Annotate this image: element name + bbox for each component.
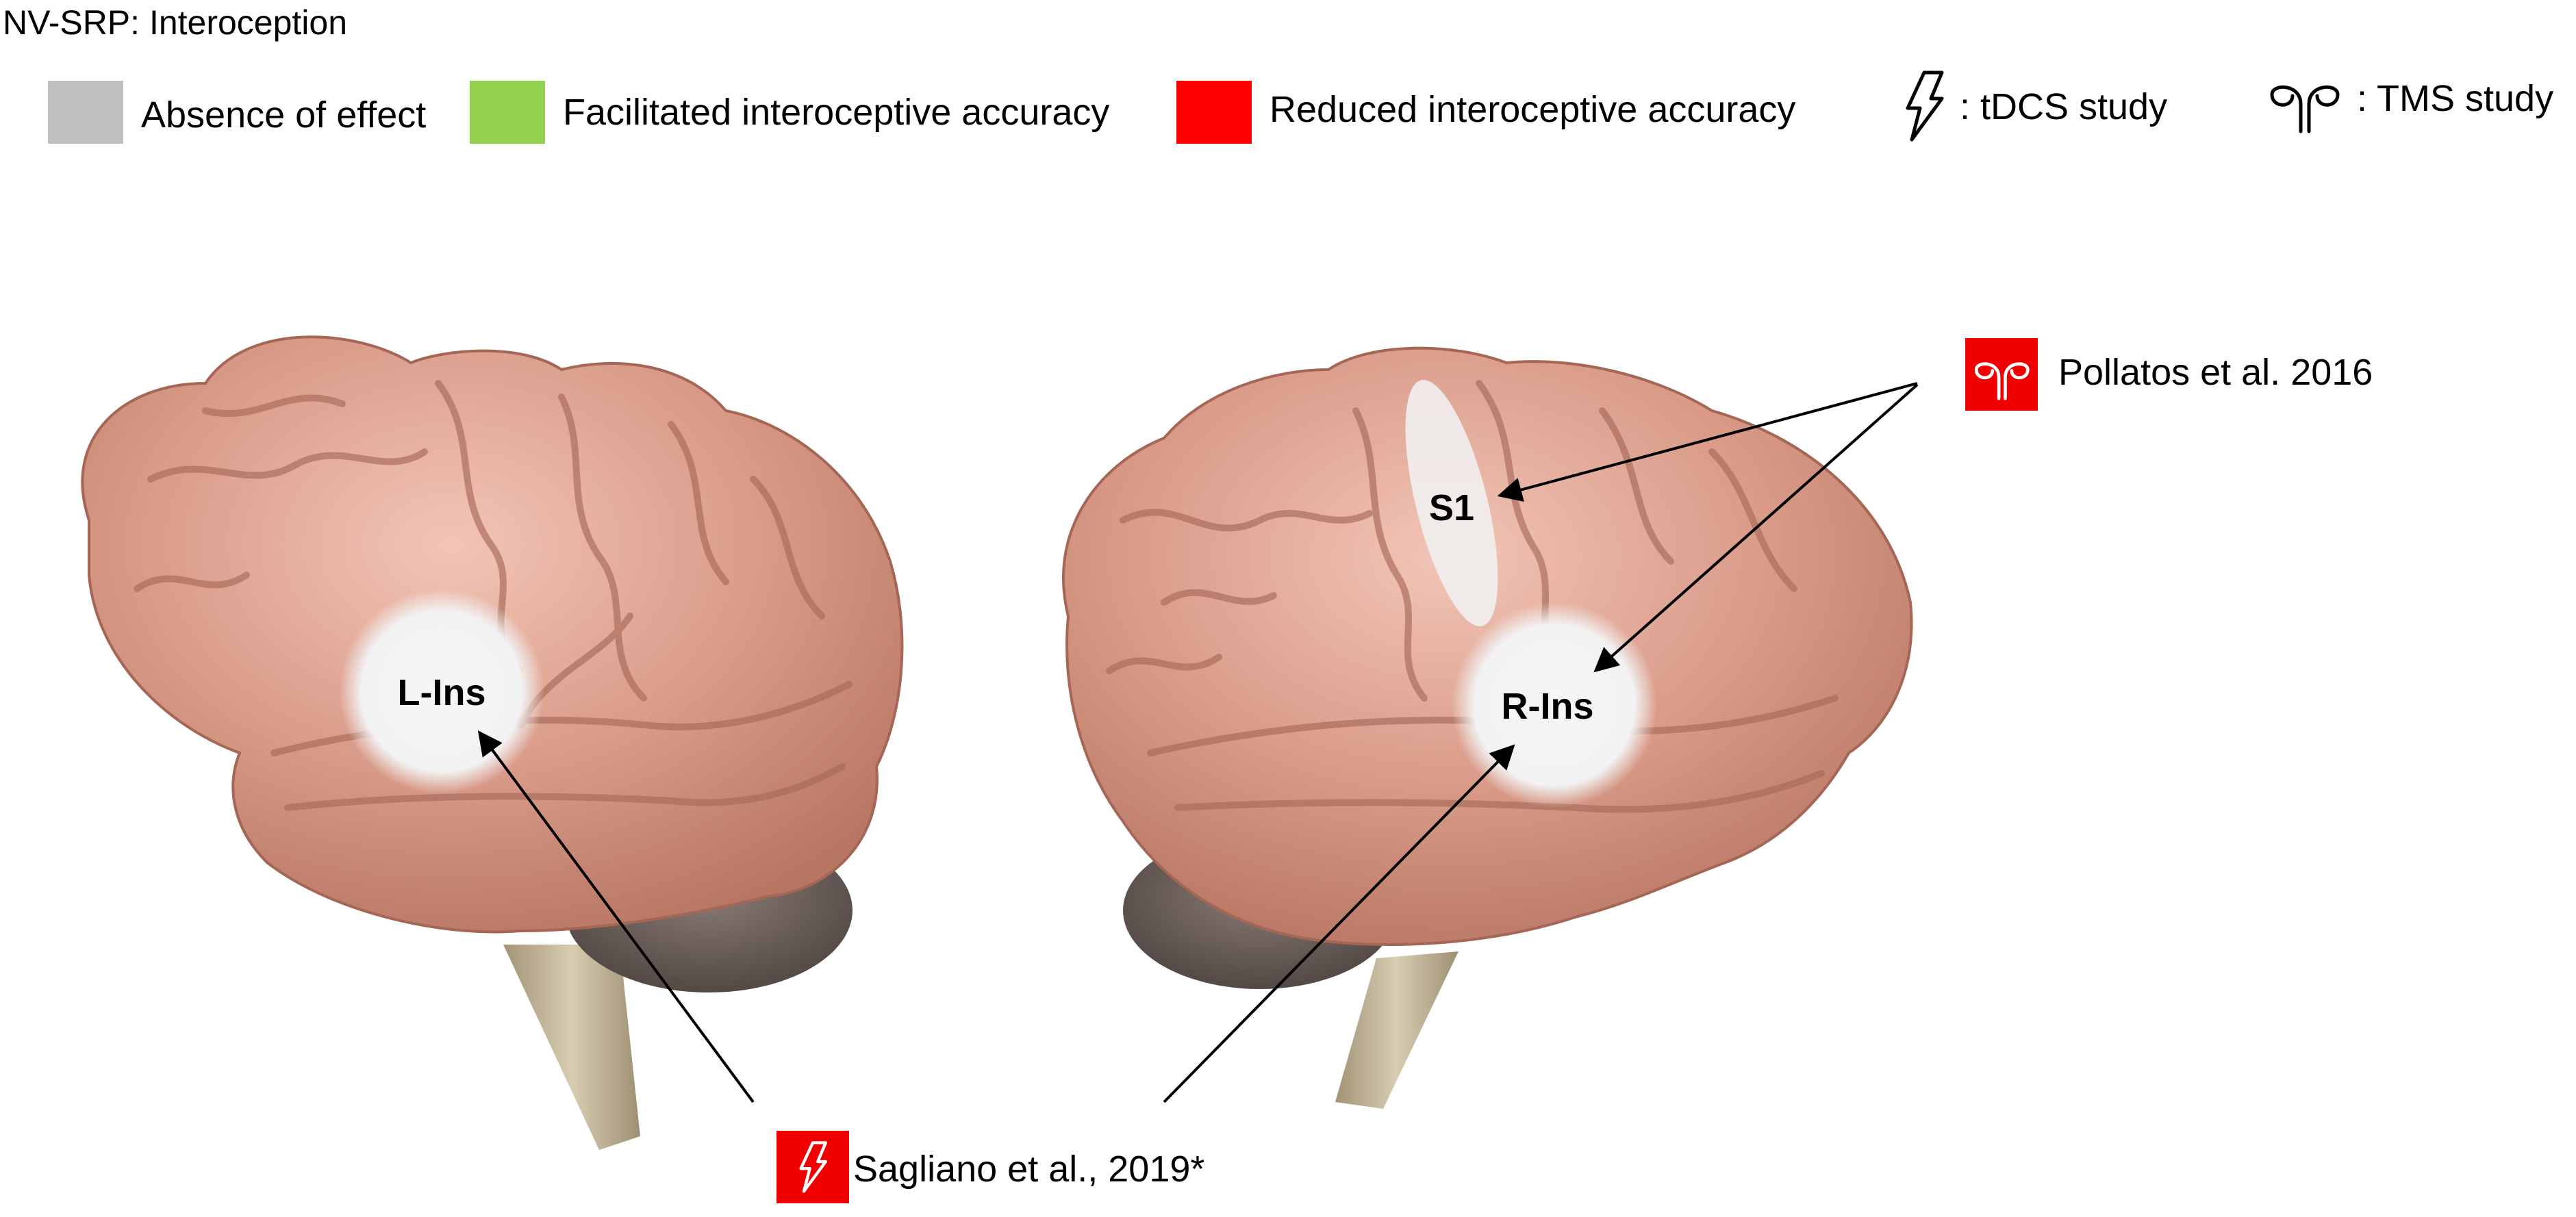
right-insula-label: R-Ins bbox=[1502, 686, 1594, 727]
s1-strip bbox=[1405, 380, 1498, 626]
legend-swatch-reduced bbox=[1176, 81, 1252, 144]
arrow-sagliano-to-l-ins bbox=[477, 730, 755, 1103]
arrows bbox=[477, 382, 1919, 1103]
left-hemisphere: L-Ins bbox=[81, 335, 904, 1150]
arrow-sagliano-to-r-ins bbox=[1163, 744, 1515, 1103]
legend-label-reduced: Reduced interoceptive accuracy bbox=[1270, 89, 1796, 130]
left-insula-label: L-Ins bbox=[398, 672, 486, 713]
legend-swatch-absence bbox=[48, 81, 123, 144]
left-brainstem bbox=[503, 945, 640, 1150]
right-hemisphere: S1 R-Ins bbox=[1061, 346, 1913, 1109]
legend-label-tdcs: : tDCS study bbox=[1960, 86, 2168, 127]
sagliano-tdcs-badge bbox=[776, 1131, 849, 1203]
tms-coil-icon bbox=[1974, 362, 2030, 400]
right-brainstem bbox=[1335, 951, 1459, 1109]
sagliano-reference: Sagliano et al., 2019* bbox=[853, 1149, 1205, 1190]
lightning-bolt-icon bbox=[1906, 71, 1944, 142]
page-title: NV-SRP: Interoception bbox=[3, 3, 348, 42]
arrow-pollatos-to-s1 bbox=[1497, 382, 1918, 502]
lightning-bolt-icon bbox=[799, 1141, 828, 1193]
legend-label-tms: : TMS study bbox=[2357, 78, 2554, 119]
pollatos-tms-badge bbox=[1965, 338, 2038, 411]
tms-coil-icon bbox=[2270, 85, 2340, 133]
legend-swatch-facilitated bbox=[470, 81, 545, 144]
legend-label-absence: Absence of effect bbox=[141, 94, 427, 136]
pollatos-reference: Pollatos et al. 2016 bbox=[2058, 352, 2373, 393]
s1-label: S1 bbox=[1429, 487, 1474, 528]
arrow-pollatos-to-r-ins bbox=[1593, 383, 1919, 673]
legend-label-facilitated: Facilitated interoceptive accuracy bbox=[563, 92, 1110, 133]
